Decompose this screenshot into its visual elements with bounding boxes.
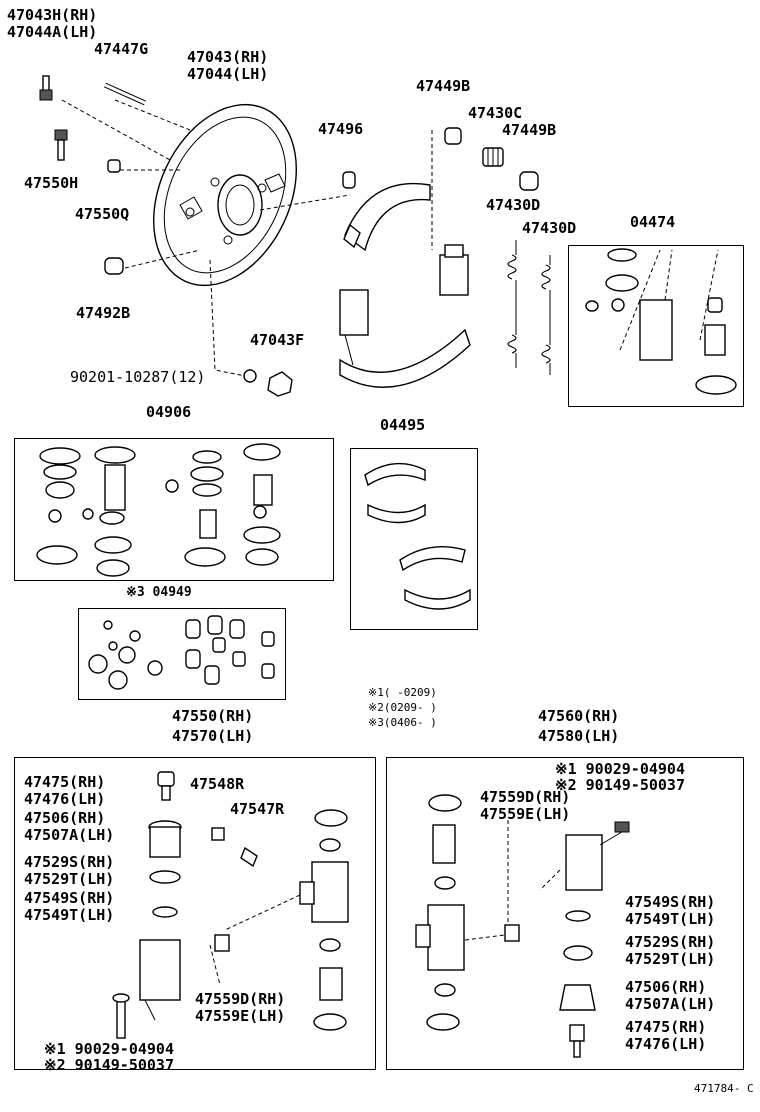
part-label-47507A-left: 47507A(LH) [24,826,115,844]
pin-47496 [342,171,356,189]
part-label-47547R: 47547R [230,800,285,818]
part-label-47549T-right: 47549T(LH) [625,910,716,928]
cylinder-box-left [14,757,376,1070]
part-label-47475-right: 47475(RH) [625,1018,707,1036]
part-label-47549T-left: 47549T(LH) [24,906,115,924]
part-label-47507A-right: 47507A(LH) [625,995,716,1013]
bolt-47550H [54,129,68,161]
part-label-90149-right: ※2 90149-50037 [555,776,685,794]
right-cylinder-parts [415,794,630,1058]
part-label-47044-lh: 47044(LH) [187,65,269,83]
assembly-label-47570-lh: 47570(LH) [172,727,254,745]
kit-box-04906 [14,438,334,581]
adjuster-lever [339,289,369,366]
kit-box-04495 [350,448,478,630]
part-label-47449B-a: 47449B [416,77,471,95]
part-label-47506-left: 47506(RH) [24,809,106,827]
assembly-label-47550-rh: 47550(RH) [172,707,254,725]
kit-label-04949: ※3 04949 [126,585,192,600]
kit-label-04495: 04495 [380,416,426,434]
part-label-47043F: 47043F [250,331,305,349]
part-label-47529T-left: 47529T(LH) [24,870,115,888]
diagram-id: 471784- C [694,1082,754,1095]
part-label-47449B-b: 47449B [502,121,557,139]
cylinder-box-right [386,757,744,1070]
cap-47449B-a [444,127,462,145]
part-label-47476-left: 47476(LH) [24,790,106,808]
washer-90201 [243,369,257,383]
cap-47449B-b [519,171,539,191]
part-label-47529S-left: 47529S(RH) [24,853,115,871]
part-label-04474: 04474 [630,213,676,231]
part-label-90029-right: ※1 90029-04904 [555,760,685,778]
kit-04474-parts [585,248,737,395]
part-label-47496: 47496 [318,120,364,138]
kit-box-04949 [78,608,286,700]
left-cylinder-parts [112,771,349,1039]
part-label-47430C: 47430C [468,104,523,122]
brake-shoe-lower [339,328,471,388]
kit-04906-parts [36,443,281,577]
note-2: ※2(0209- ) [368,701,437,714]
return-spring-47430D-a [507,240,517,368]
part-label-47550H: 47550H [24,174,79,192]
part-label-90201: 90201-10287(12) [70,368,206,386]
spring-47430C [482,147,504,167]
part-label-47043-rh: 47043(RH) [187,48,269,66]
bolt-47043H [39,75,53,101]
return-spring-47430D-b [541,255,551,375]
part-label-47529T-right: 47529T(LH) [625,950,716,968]
nut-47043F [267,371,293,397]
part-label-90029-left: ※1 90029-04904 [44,1040,174,1058]
note-3: ※3(0406- ) [368,716,437,729]
part-label-47529S-right: 47529S(RH) [625,933,716,951]
part-label-47475-left: 47475(RH) [24,773,106,791]
part-label-47559D-right: 47559D(RH) [480,788,571,806]
part-label-47559E-right: 47559E(LH) [480,805,571,823]
part-label-47549S-right: 47549S(RH) [625,893,716,911]
part-label-90149-left: ※2 90149-50037 [44,1056,174,1074]
part-label-47492B: 47492B [76,304,131,322]
brake-shoe-upper [343,182,431,252]
assembly-label-47560-rh: 47560(RH) [538,707,620,725]
part-label-47506-right: 47506(RH) [625,978,707,996]
part-label-47476-right: 47476(LH) [625,1035,707,1053]
part-label-47430D-b: 47430D [522,219,577,237]
part-label-47559E-left: 47559E(LH) [195,1007,286,1025]
part-label-47044A: 47044A(LH) [7,23,98,41]
part-label-47550Q: 47550Q [75,205,130,223]
backing-plate-illustration [153,103,297,287]
part-label-47430D-a: 47430D [486,196,541,214]
kit-label-04906: 04906 [146,403,192,421]
note-1: ※1( -0209) [368,686,437,699]
kit-box-04474 [568,245,744,407]
kit-04949-parts [88,615,275,690]
wheel-cylinder-upper [439,244,469,296]
part-label-47548R: 47548R [190,775,245,793]
part-label-47043H: 47043H(RH) [7,6,98,24]
plug-47550Q [107,159,121,173]
part-label-47559D-left: 47559D(RH) [195,990,286,1008]
part-label-47549S-left: 47549S(RH) [24,889,115,907]
pin-47447G [103,82,147,106]
assembly-label-47580-lh: 47580(LH) [538,727,620,745]
part-label-47447G: 47447G [94,40,149,58]
kit-04495-parts [364,462,471,610]
grommet-47492B [104,257,124,275]
